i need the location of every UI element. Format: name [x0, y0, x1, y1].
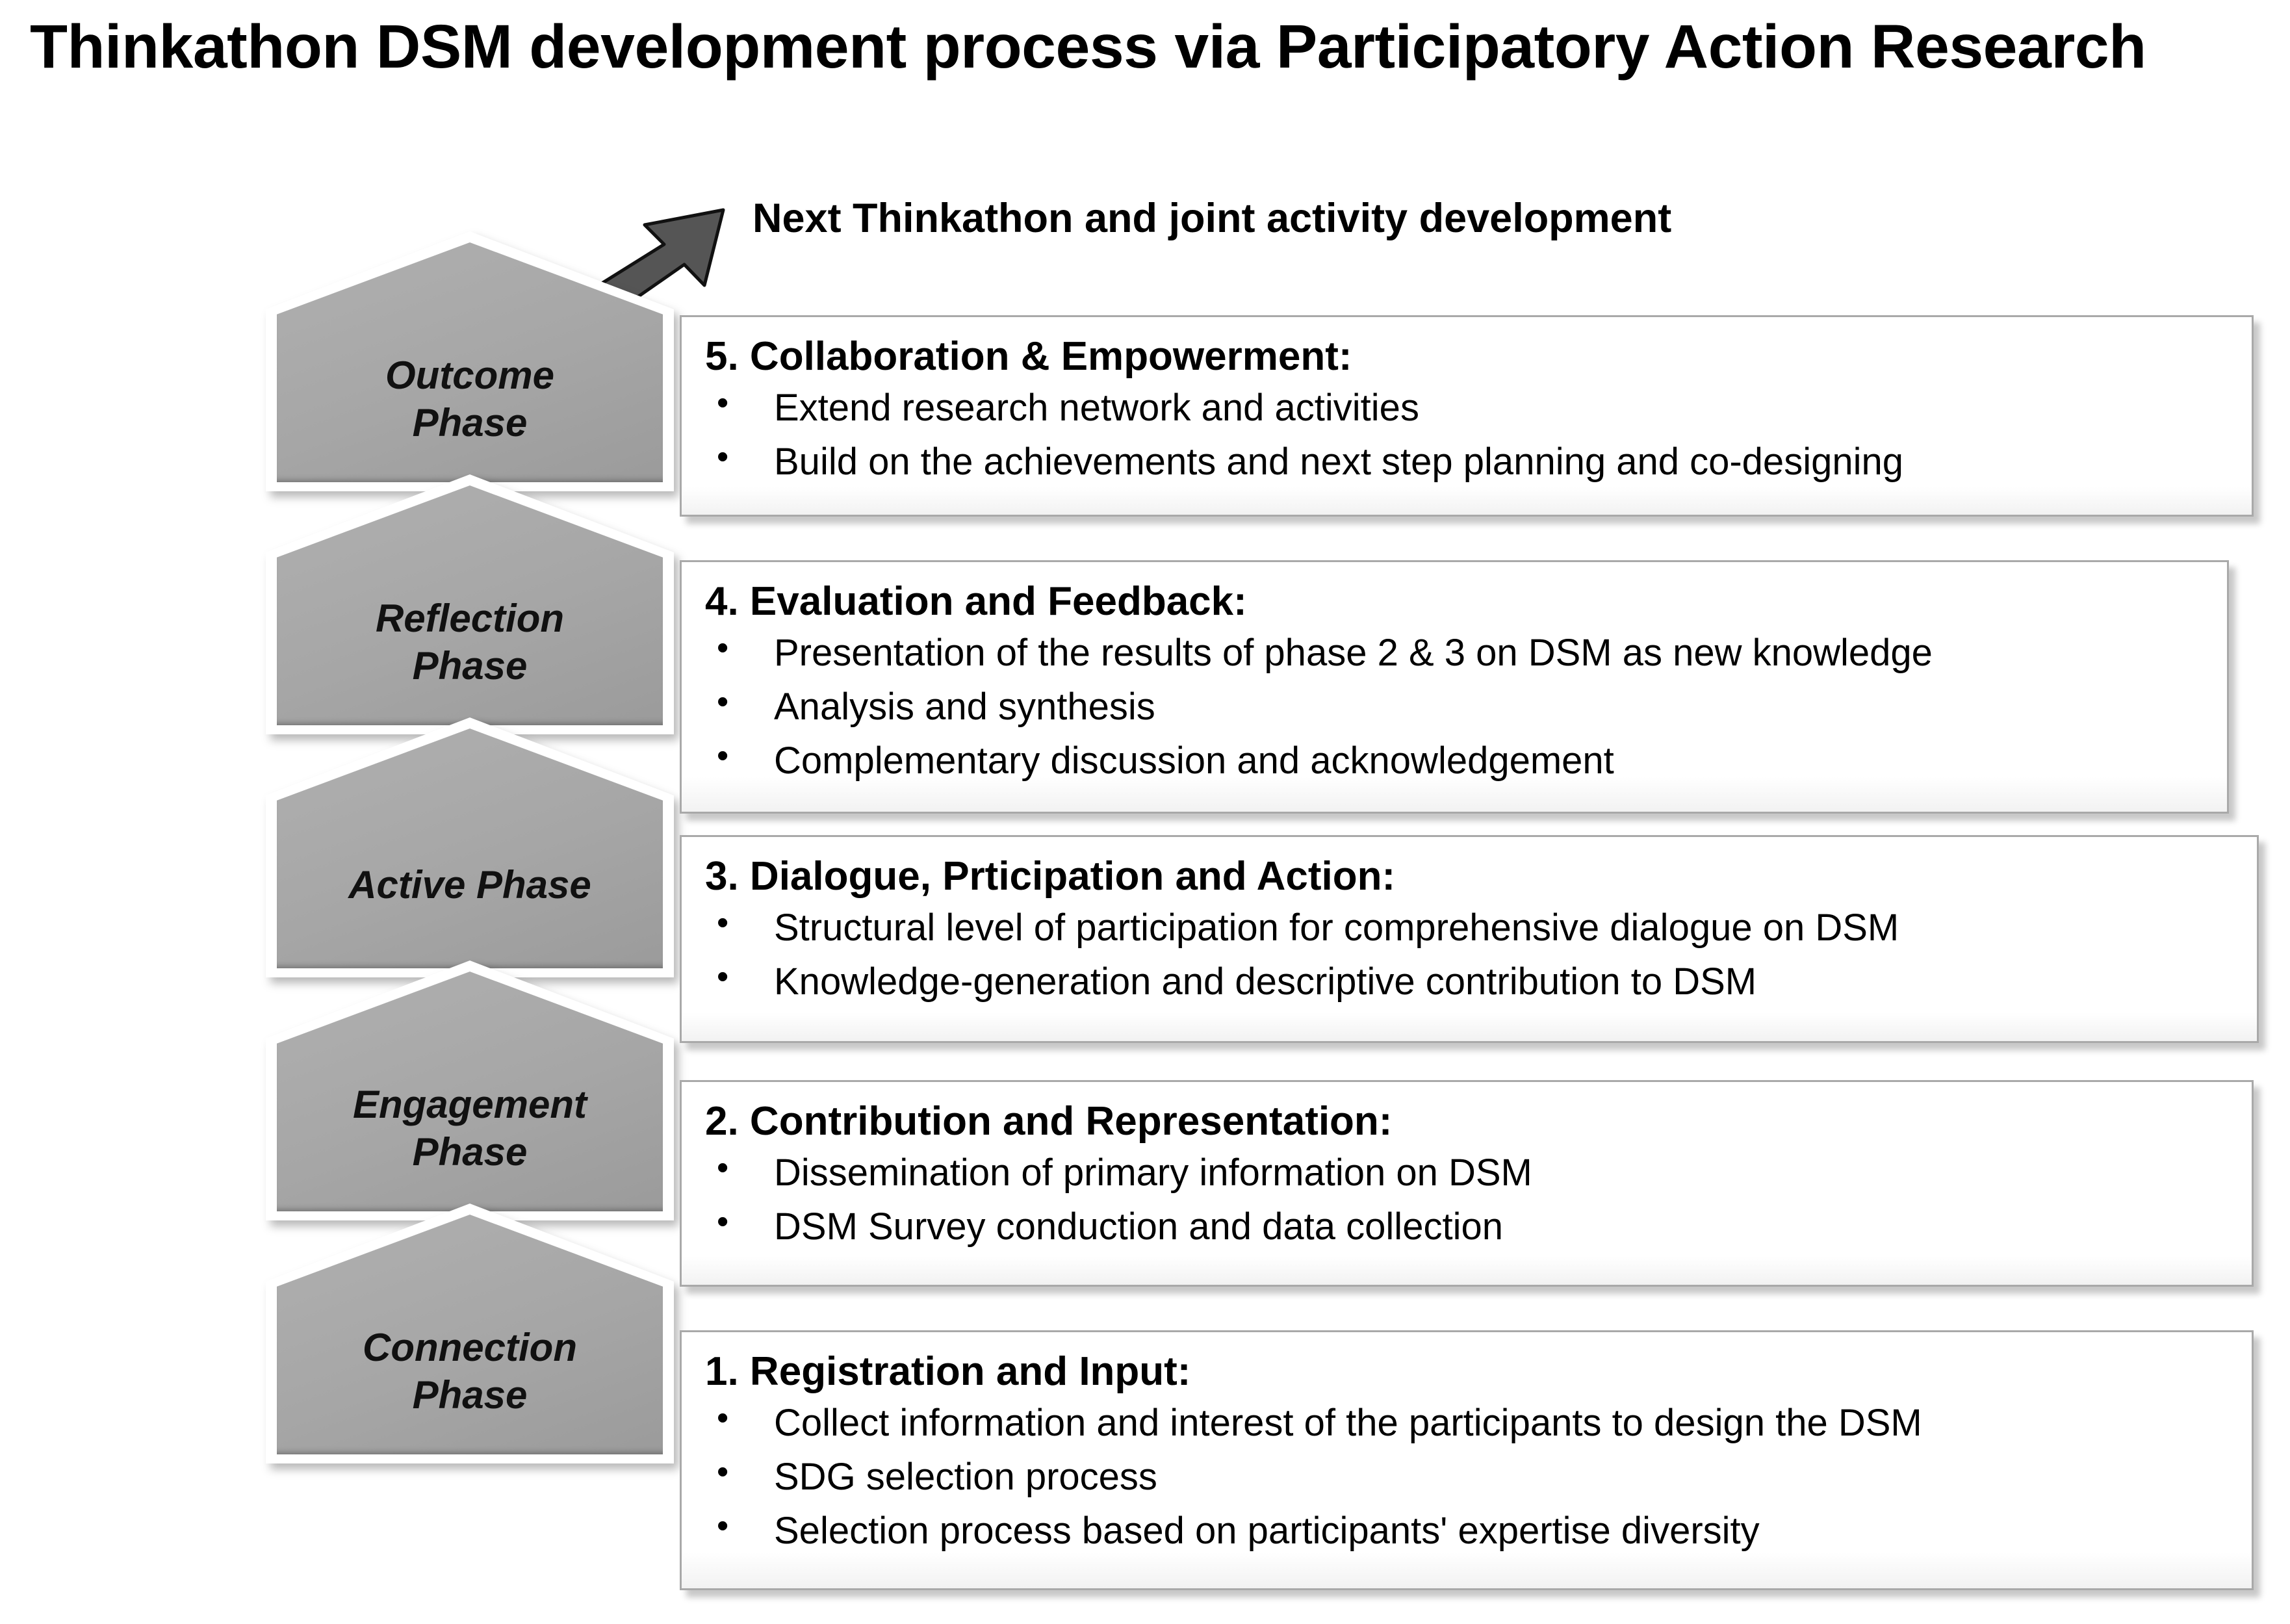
phase-label-line: Engagement — [352, 1082, 587, 1126]
step-bullet: Knowledge-generation and descriptive con… — [705, 956, 2240, 1005]
phase-label-line: Phase — [412, 644, 528, 688]
step-bullet: Dissemination of primary information on … — [705, 1147, 2235, 1196]
phase-label-line: Phase — [412, 1130, 528, 1174]
phase-label-line: Reflection — [375, 596, 565, 640]
step-bullet-list: Dissemination of primary information on … — [699, 1147, 2235, 1250]
next-thinkathon-label: Next Thinkathon and joint activity devel… — [753, 196, 1672, 241]
step-bullet-list: Collect information and interest of the … — [699, 1397, 2235, 1554]
step-card-1: 1. Registration and Input: Collect infor… — [680, 1330, 2254, 1590]
step-bullet: Presentation of the results of phase 2 &… — [705, 627, 2210, 677]
phase-label-active: Active Phase — [266, 801, 674, 977]
step-bullet: Complementary discussion and acknowledge… — [705, 735, 2210, 784]
phase-label-line: Connection — [363, 1325, 577, 1369]
step-bullet-list: Structural level of participation for co… — [699, 902, 2240, 1005]
step-card-2: 2. Contribution and Representation: Diss… — [680, 1080, 2254, 1287]
phase-label-line: Outcome — [385, 353, 555, 397]
page-title: Thinkathon DSM development process via P… — [30, 12, 2146, 81]
phase-shape-active: Active Phase — [266, 717, 674, 977]
phase-label-outcome: Outcome Phase — [266, 315, 674, 491]
step-bullet: Structural level of participation for co… — [705, 902, 2240, 951]
phase-label-line: Phase — [412, 1373, 528, 1417]
step-bullet: SDG selection process — [705, 1451, 2235, 1501]
step-bullet: Selection process based on participants'… — [705, 1505, 2235, 1554]
phase-label-reflection: Reflection Phase — [266, 558, 674, 734]
step-card-title: 2. Contribution and Representation: — [705, 1099, 1393, 1144]
step-card-title: 1. Registration and Input: — [705, 1349, 1191, 1394]
phase-shape-connection: Connection Phase — [266, 1204, 674, 1463]
phase-shape-engagement: Engagement Phase — [266, 960, 674, 1220]
phase-label-engagement: Engagement Phase — [266, 1044, 674, 1220]
phase-shape-reflection: Reflection Phase — [266, 474, 674, 734]
phase-shape-outcome: Outcome Phase — [266, 231, 674, 491]
step-card-title: 5. Collaboration & Empowerment: — [705, 334, 1352, 379]
step-bullet: Build on the achievements and next step … — [705, 436, 2235, 485]
phase-label-line: Active Phase — [348, 863, 591, 907]
step-card-3: 3. Dialogue, Prticipation and Action: St… — [680, 835, 2259, 1043]
step-bullet: Extend research network and activities — [705, 382, 2235, 432]
step-bullet: Analysis and synthesis — [705, 681, 2210, 730]
step-bullet-list: Presentation of the results of phase 2 &… — [699, 627, 2210, 784]
step-bullet-list: Extend research network and activities B… — [699, 382, 2235, 485]
step-bullet: DSM Survey conduction and data collectio… — [705, 1201, 2235, 1250]
step-bullet: Collect information and interest of the … — [705, 1397, 2235, 1447]
phase-label-line: Phase — [412, 401, 528, 445]
step-card-5: 5. Collaboration & Empowerment: Extend r… — [680, 315, 2254, 517]
step-card-4: 4. Evaluation and Feedback: Presentation… — [680, 560, 2229, 814]
phase-label-connection: Connection Phase — [266, 1287, 674, 1463]
step-card-title: 4. Evaluation and Feedback: — [705, 579, 1247, 624]
step-card-title: 3. Dialogue, Prticipation and Action: — [705, 854, 1396, 899]
